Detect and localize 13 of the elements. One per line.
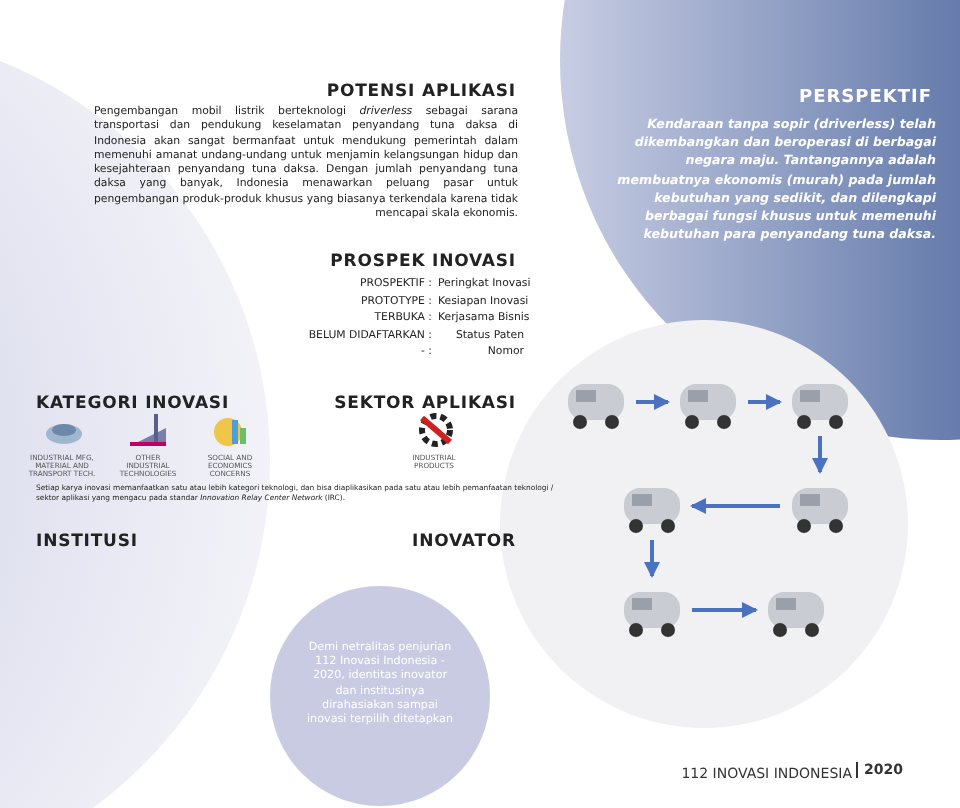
arrow [690,498,780,514]
section-heading: PROSPEK INOVASI [330,252,516,272]
section-heading: PERSPEKTIF [798,88,932,108]
arrow [636,394,670,410]
arrow [692,602,758,618]
section-heading: POTENSI APLIKASI [326,82,516,102]
section-heading: SEKTOR APLIKASI [334,394,516,414]
arrow [812,436,828,474]
section-heading: INOVATOR [412,532,516,552]
section-heading: INSTITUSI [36,532,138,552]
section-heading: KATEGORI INOVASI [36,394,230,414]
arrow [748,394,782,410]
arrow [644,540,660,578]
